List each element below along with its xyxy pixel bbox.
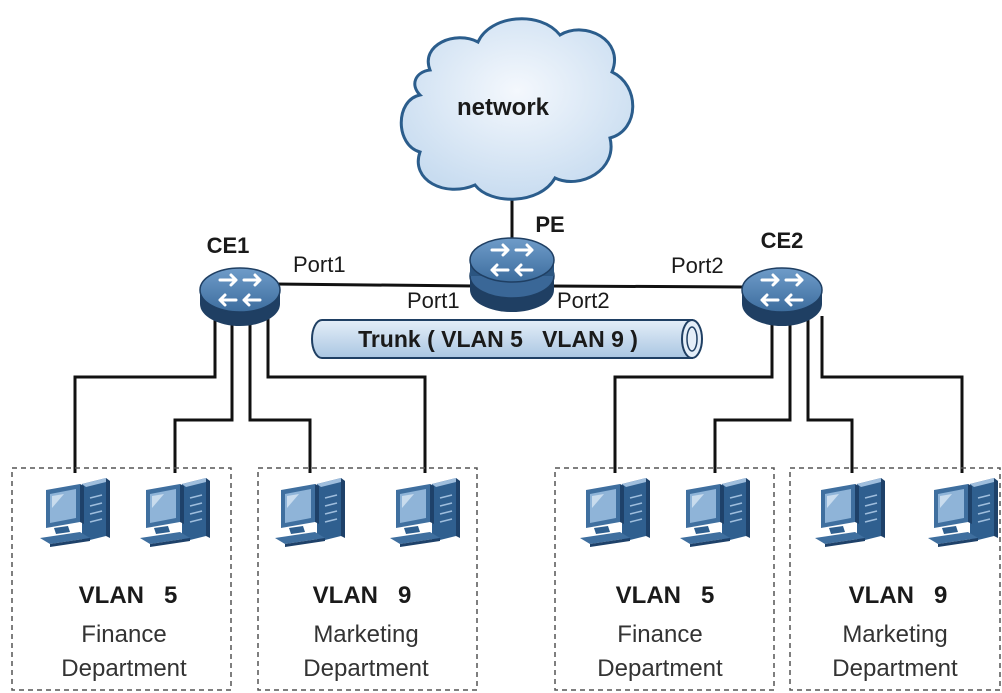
pc-icon: [927, 477, 999, 548]
vlan-label: VLAN 9: [313, 582, 412, 609]
pe-router: PE: [468, 212, 565, 314]
group-marketing-ce2: VLAN 9 Marketing Department: [789, 467, 1001, 691]
department-label: Department: [597, 655, 723, 682]
department-label: Department: [61, 655, 187, 682]
vlan-label: VLAN 5: [79, 582, 178, 609]
pc-icon: [139, 477, 211, 548]
ce2-port-label: Port2: [671, 253, 724, 278]
pe-port-left-label: Port1: [407, 288, 460, 313]
ce1-label: CE1: [207, 233, 250, 258]
trunk-label: Trunk ( VLAN 5 VLAN 9 ): [358, 326, 638, 352]
ce1-port-label: Port1: [293, 252, 346, 277]
ce2-downlinks: [613, 316, 964, 473]
ce1-downlinks: [73, 315, 427, 473]
department-label: Department: [303, 655, 429, 682]
ce1-router: CE1: [198, 233, 282, 328]
ce2-router: CE2: [740, 228, 824, 328]
department-label: Finance: [617, 621, 702, 648]
cloud-label: network: [457, 94, 550, 121]
vlan-label: VLAN 9: [849, 582, 948, 609]
network-cloud: network: [399, 17, 635, 201]
department-label: Marketing: [313, 621, 418, 648]
pe-port-right-label: Port2: [557, 288, 610, 313]
pe-ce2-link: [549, 284, 746, 289]
pc-icon: [274, 477, 346, 548]
pc-icon: [39, 477, 111, 548]
trunk-tube: Trunk ( VLAN 5 VLAN 9 ): [311, 319, 703, 359]
group-finance-ce1: VLAN 5 Finance Department: [11, 467, 232, 691]
ce2-label: CE2: [761, 228, 804, 253]
pc-icon: [389, 477, 461, 548]
pe-label: PE: [535, 212, 564, 237]
department-label: Finance: [81, 621, 166, 648]
department-label: Marketing: [842, 621, 947, 648]
vlan-label: VLAN 5: [616, 582, 715, 609]
pc-icon: [814, 477, 886, 548]
group-marketing-ce1: VLAN 9 Marketing Department: [257, 467, 478, 691]
ce1-pe-link: [274, 282, 476, 288]
pc-icon: [579, 477, 651, 548]
department-label: Department: [832, 655, 958, 682]
pc-icon: [679, 477, 751, 548]
group-finance-ce2: VLAN 5 Finance Department: [554, 467, 775, 691]
